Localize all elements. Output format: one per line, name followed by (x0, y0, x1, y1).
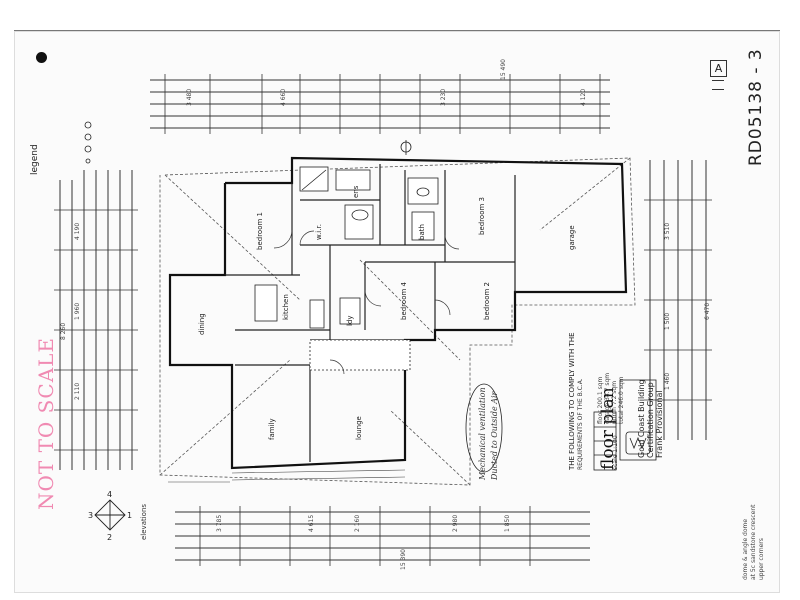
dim-bottom-seg-2: 4 615 (308, 514, 315, 532)
dim-bottom-seg-4: 2 980 (452, 514, 459, 532)
dim-top-seg-1: 3 480 (186, 88, 193, 106)
hand-note: Mechanical ventilation (478, 387, 487, 480)
dim-left-seg-1: 4 190 (74, 222, 81, 240)
elevations-label: elevations (140, 503, 148, 540)
room-garage: garage (568, 225, 576, 250)
area-porch: porch 7.2 sqm (611, 380, 618, 424)
scale-label: scale 1:100 (612, 435, 619, 470)
dim-bottom-seg-5: 1 850 (504, 514, 511, 532)
outer-walls (168, 156, 628, 470)
room-bedroom-3: bedroom 3 (478, 197, 486, 235)
dim-right-seg-3: 1 460 (664, 372, 671, 390)
room-ldy: ldy (346, 315, 354, 326)
area-garage: garage 38.7 sqm (604, 372, 611, 424)
svg-text:3: 3 (88, 511, 93, 520)
dim-top-seg-4: 4 120 (580, 88, 587, 106)
dim-bottom-seg-3: 2 160 (354, 514, 361, 532)
dim-top-overall: 15 490 (500, 59, 507, 80)
dim-top-seg-2: 4 660 (280, 88, 287, 106)
room-ens: ens (352, 185, 360, 198)
not-to-scale-stamp: NOT TO SCALE (34, 336, 58, 510)
room-family: family (268, 418, 276, 440)
room-bedroom-4: bedroom 4 (400, 282, 408, 320)
dim-right-overall: 6 470 (704, 302, 711, 320)
svg-text:2: 2 (107, 533, 112, 542)
dim-top-seg-3: 3 230 (440, 88, 447, 106)
dim-right-seg-2: 1 500 (664, 312, 671, 330)
room-bedroom-2: bedroom 2 (483, 282, 491, 320)
certifier-line-3: Frank Provisional (655, 390, 664, 458)
certifier-line-1: Gold Coast Building (637, 379, 646, 458)
room-lounge: lounge (355, 416, 363, 440)
hand-note-2: Ducted to Outside Air (490, 391, 499, 480)
room-bedroom-1: bedroom 1 (256, 212, 264, 250)
corner-note-3: upper corners (758, 538, 765, 580)
room-kitchen: kitchen (282, 294, 290, 320)
room-wir: w.i.r. (315, 224, 323, 240)
compliance-line: REQUIREMENTS OF THE B.C.A. (577, 378, 584, 470)
dim-right-seg-1: 3 510 (664, 222, 671, 240)
compliance-title: THE FOLLOWING TO COMPLY WITH THE (568, 332, 576, 470)
legend-title: legend (30, 144, 40, 175)
drawing-code: RD05138 - 3 (746, 48, 766, 166)
room-bath: bath (418, 224, 426, 240)
area-total: total 246.0 sqm (618, 376, 625, 424)
dim-left-overall: 8 260 (60, 322, 67, 340)
corner-note-2: at 5c sandstone crescent (750, 504, 757, 580)
drawing-sheet (14, 30, 780, 593)
dim-bottom-seg-1: 3 785 (216, 514, 223, 532)
dim-left-seg-2: 1 960 (74, 302, 81, 320)
corner-note-1: dome & angle dome (742, 518, 749, 580)
dim-bottom-overall: 15 390 (400, 549, 407, 570)
room-dining: dining (198, 313, 206, 335)
area-floor: floor 200.1 sqm (597, 376, 604, 424)
punch-hole (36, 52, 47, 63)
revision-marker (712, 80, 724, 90)
svg-text:4: 4 (107, 490, 112, 499)
revision-box: A (710, 60, 727, 77)
dim-left-seg-3: 2 110 (74, 382, 81, 400)
svg-text:1: 1 (127, 511, 132, 520)
certifier-line-2: Certification Group (646, 382, 655, 458)
